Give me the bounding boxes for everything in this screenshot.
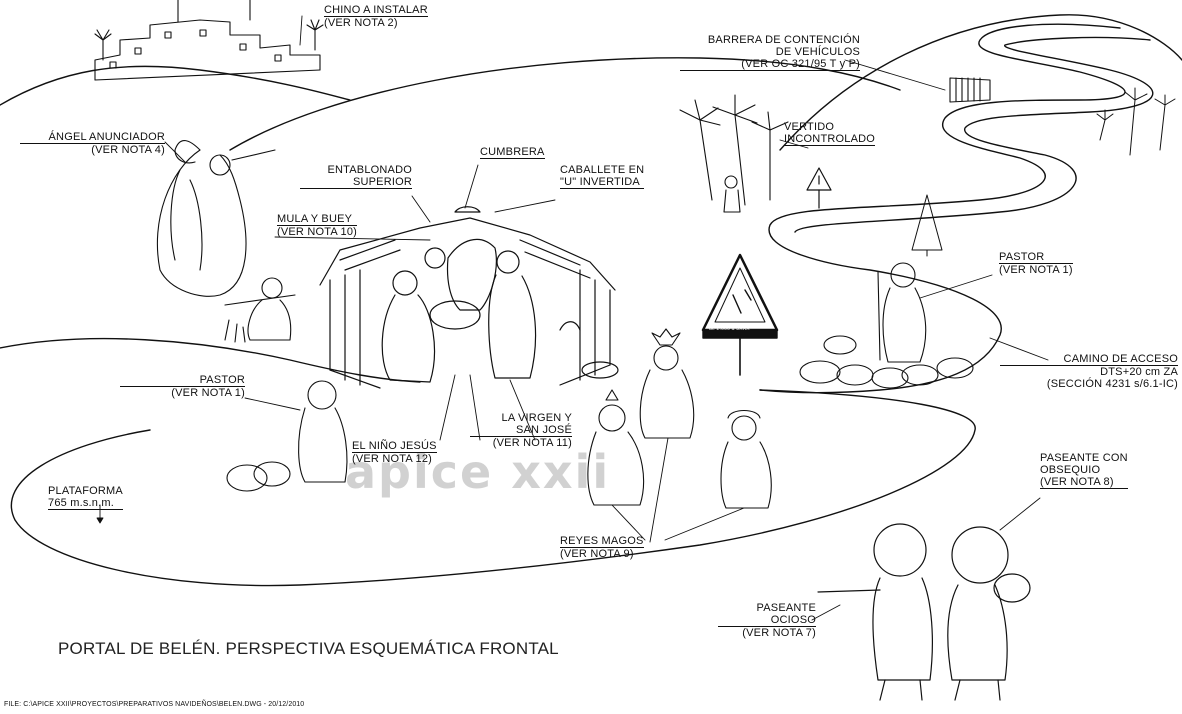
label-nino-line1: EL NIÑO JESÚS (352, 440, 437, 453)
label-virgen-line1: LA VIRGEN Y (501, 412, 572, 424)
village-drawing (94, 0, 324, 81)
palms-right (1096, 87, 1176, 156)
label-paseante-obsequio: PASEANTE CON OBSEQUIO (VER NOTA 8) (1040, 452, 1128, 489)
label-reyes: REYES MAGOS (VER NOTA 9) (560, 535, 644, 560)
label-barrera-line3: (VER OC 321/95 T y P) (680, 58, 860, 71)
label-paseante-ocioso-line1: PASEANTE (756, 602, 816, 614)
stable-drawing (319, 206, 619, 389)
passersby-drawing (817, 523, 1031, 701)
hunter-drawing (224, 277, 296, 343)
label-barrera: BARRERA DE CONTENCIÓN DE VEHÍCULOS (VER … (680, 34, 860, 71)
label-paseante-obsequio-line2: OBSEQUIO (1040, 464, 1101, 476)
label-entablonado-line1: ENTABLONADO (327, 164, 412, 176)
label-paseante-obsequio-line1: PASEANTE CON (1040, 452, 1128, 464)
file-path: FILE: C:\APICE XXII\PROYECTOS\PREPARATIV… (4, 701, 305, 708)
label-cumbrera-text: CUMBRERA (480, 146, 545, 159)
label-reyes-line2: (VER NOTA 9) (560, 548, 634, 560)
kings-drawing (587, 328, 772, 509)
label-chino-line1: CHINO A INSTALAR (324, 4, 428, 17)
label-virgen-line2: SAN JOSÉ (470, 424, 572, 437)
label-barrera-line2: DE VEHÍCULOS (775, 46, 860, 58)
small-tree (911, 194, 943, 257)
label-mula-line1: MULA Y BUEY (277, 213, 358, 226)
label-pastor-left: PASTOR (VER NOTA 1) (120, 374, 245, 399)
label-cumbrera: CUMBRERA (480, 146, 545, 159)
label-caballete: CABALLETE EN "U" INVERTIDA (560, 164, 645, 189)
label-vertido-line1: VERTIDO (784, 121, 835, 133)
label-reyes-line1: REYES MAGOS (560, 535, 644, 548)
label-angel-line2: (VER NOTA 4) (91, 144, 165, 156)
label-angel-line1: ÁNGEL ANUNCIADOR (20, 131, 165, 144)
label-camino-line1: CAMINO DE ACCESO (1000, 353, 1178, 366)
label-chino: CHINO A INSTALAR (VER NOTA 2) (324, 4, 428, 29)
label-chino-line2: (VER NOTA 2) (324, 17, 398, 29)
watermark-logo: apice xxii (345, 445, 611, 499)
label-paseante-obsequio-line3: (VER NOTA 8) (1040, 476, 1128, 489)
label-mula-line2: (VER NOTA 10) (277, 226, 358, 238)
label-nino-line2: (VER NOTA 12) (352, 453, 433, 465)
label-virgen: LA VIRGEN Y SAN JOSÉ (VER NOTA 11) (470, 412, 572, 449)
label-plataforma-line2: 765 m.s.n.m. (48, 497, 123, 510)
label-caballete-line2: "U" INVERTIDA (560, 176, 645, 189)
label-entablonado-line2: SUPERIOR (300, 176, 412, 189)
label-paseante-ocioso-line2: OCIOSO (718, 614, 816, 627)
label-barrera-line1: BARRERA DE CONTENCIÓN (707, 34, 860, 46)
label-paseante-ocioso: PASEANTE OCIOSO (VER NOTA 7) (718, 602, 816, 639)
label-pastor-right-line1: PASTOR (999, 251, 1073, 264)
label-entablonado: ENTABLONADO SUPERIOR (300, 164, 412, 189)
label-plataforma-line1: PLATAFORMA (48, 485, 123, 497)
label-camino-line3: (SECCIÓN 4231 s/6.1-IC) (1046, 378, 1178, 390)
label-nino: EL NIÑO JESÚS (VER NOTA 12) (352, 440, 437, 465)
warning-sign-small (806, 167, 832, 209)
angel-drawing (156, 140, 276, 297)
access-road (10, 23, 1154, 587)
label-pastor-right: PASTOR (VER NOTA 1) (999, 251, 1073, 276)
label-pastor-left-line1: PASTOR (120, 374, 245, 387)
label-vertido: VERTIDO INCONTROLADO (784, 121, 876, 146)
label-pastor-left-line2: (VER NOTA 1) (171, 387, 245, 399)
palms-drawing (679, 94, 789, 213)
label-camino-line2: DTS+20 cm ZA (1100, 366, 1178, 378)
label-caballete-line1: CABALLETE EN (560, 164, 645, 176)
label-virgen-line3: (VER NOTA 11) (492, 437, 572, 449)
label-plataforma: PLATAFORMA 765 m.s.n.m. (48, 485, 123, 510)
diagram-title: PORTAL DE BELÉN. PERSPECTIVA ESQUEMÁTICA… (58, 639, 559, 658)
label-angel: ÁNGEL ANUNCIADOR (VER NOTA 4) (20, 131, 165, 156)
leader-lines (96, 15, 1049, 621)
label-mula-buey: MULA Y BUEY (VER NOTA 10) (277, 213, 358, 238)
label-paseante-ocioso-line3: (VER NOTA 7) (742, 627, 816, 639)
label-vertido-line2: INCONTROLADO (784, 133, 876, 146)
label-pastor-right-line2: (VER NOTA 1) (999, 264, 1073, 276)
roadwork-sign (701, 253, 779, 376)
sign-text: de 2.000 a 3XXX (709, 326, 750, 332)
label-camino: CAMINO DE ACCESO DTS+20 cm ZA (SECCIÓN 4… (1000, 353, 1178, 390)
landscape-lines (0, 14, 1182, 383)
shepherd-right (799, 262, 974, 389)
barrier-drawing (949, 77, 991, 103)
shepherd-left (226, 380, 348, 492)
